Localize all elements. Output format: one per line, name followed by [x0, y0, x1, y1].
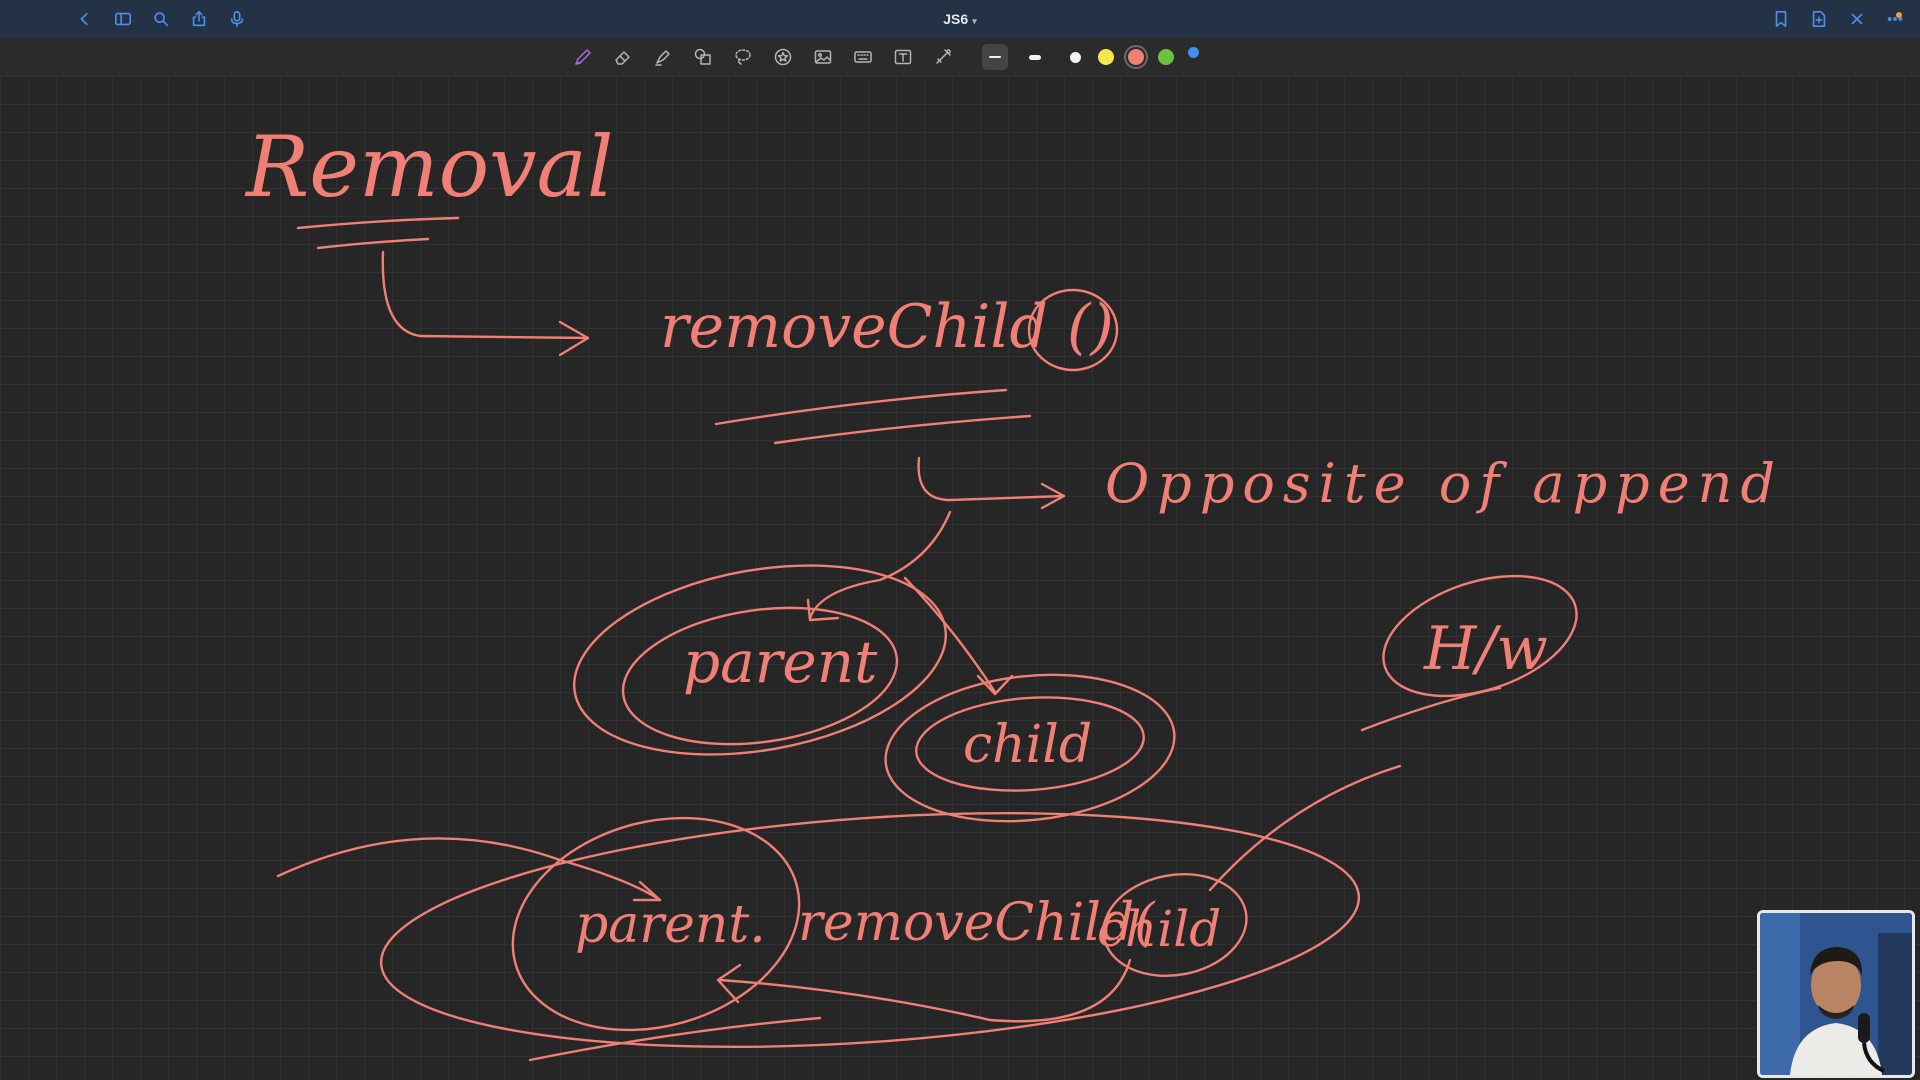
color-swatch-blue[interactable] — [1188, 46, 1199, 58]
lasso-icon[interactable] — [730, 44, 756, 70]
arrow-homework-to-syntax — [1208, 764, 1402, 892]
text-box-icon[interactable] — [890, 44, 916, 70]
note-syntax-parent: parent. — [575, 895, 766, 955]
laser-pointer-icon[interactable] — [930, 44, 956, 70]
parent-ellipse-inner — [621, 606, 899, 746]
eraser-icon[interactable] — [610, 44, 636, 70]
syntax-child-ellipse — [1102, 872, 1248, 978]
close-icon[interactable] — [1846, 8, 1868, 30]
syntax-ellipse-outer — [379, 811, 1361, 1049]
arrow-to-parent — [808, 510, 952, 620]
syntax-parent-ellipse — [511, 816, 801, 1032]
method-parens-ellipse — [1027, 288, 1119, 372]
arrowhead-return — [716, 963, 742, 1004]
arrowhead-syntax-parent — [632, 880, 662, 902]
stroke-medium-indicator — [1029, 54, 1041, 60]
note-parent: parent — [683, 628, 878, 696]
child-ellipse-inner — [915, 696, 1145, 792]
stroke-thin-indicator — [989, 56, 1001, 58]
titlebar-left-controls — [74, 0, 248, 38]
arrowhead-description — [1040, 482, 1066, 510]
method-underline-2 — [773, 414, 1032, 445]
stroke-thin-button[interactable] — [982, 44, 1008, 70]
share-icon[interactable] — [188, 8, 210, 30]
note-syntax-child: child — [1097, 900, 1222, 958]
note-child: child — [963, 715, 1093, 775]
stroke-thick-button[interactable] — [1062, 44, 1088, 70]
bookmark-icon[interactable] — [1770, 8, 1792, 30]
color-swatch-green[interactable] — [1158, 49, 1174, 65]
tool-group — [570, 38, 1199, 76]
presenter-webcam — [1757, 910, 1915, 1078]
arrow-parent-to-child — [903, 576, 997, 694]
presenter-avatar-icon — [1760, 913, 1912, 1075]
search-icon[interactable] — [150, 8, 172, 30]
arrow-removal-to-method — [381, 250, 590, 340]
notebook-canvas[interactable] — [0, 76, 1920, 1080]
heading-underline-2 — [316, 237, 430, 250]
titlebar-right-controls — [1770, 0, 1906, 38]
method-underline-1 — [714, 388, 1008, 426]
arrowhead-parent — [806, 598, 840, 622]
image-icon[interactable] — [810, 44, 836, 70]
note-heading: Removal — [246, 118, 614, 216]
sticker-icon[interactable] — [770, 44, 796, 70]
homework-ellipse — [1382, 574, 1578, 698]
back-chevron-icon[interactable] — [74, 8, 96, 30]
stroke-thick-indicator — [1069, 51, 1081, 63]
arrowhead-removal — [558, 320, 590, 357]
parent-ellipse-outer — [572, 564, 948, 756]
microphone-icon[interactable] — [226, 8, 248, 30]
title-bar: JS6▾ — [0, 0, 1920, 38]
new-page-icon[interactable] — [1808, 8, 1830, 30]
note-description: Opposite of append — [1105, 452, 1784, 515]
more-icon[interactable] — [1884, 8, 1906, 30]
color-swatch-yellow[interactable] — [1098, 49, 1114, 65]
shapes-icon[interactable] — [690, 44, 716, 70]
arrow-child-to-parent — [718, 958, 1132, 1023]
homework-underline — [1360, 686, 1502, 732]
highlighter-icon[interactable] — [650, 44, 676, 70]
sidebar-toggle-icon[interactable] — [112, 8, 134, 30]
keyboard-icon[interactable] — [850, 44, 876, 70]
note-homework: H/w — [1424, 614, 1548, 684]
child-ellipse-outer — [884, 673, 1176, 823]
arrow-to-syntax-parent — [276, 837, 662, 902]
note-syntax-method: removeChild( — [798, 893, 1155, 953]
heading-underline-1 — [296, 216, 460, 230]
color-swatch-red[interactable] — [1128, 49, 1144, 65]
syntax-underline — [528, 1016, 822, 1062]
pen-icon[interactable] — [570, 44, 596, 70]
arrow-method-to-description — [917, 456, 1066, 502]
note-method: removeChild () — [660, 292, 1114, 362]
notification-dot — [1896, 12, 1902, 18]
stroke-medium-button[interactable] — [1022, 44, 1048, 70]
